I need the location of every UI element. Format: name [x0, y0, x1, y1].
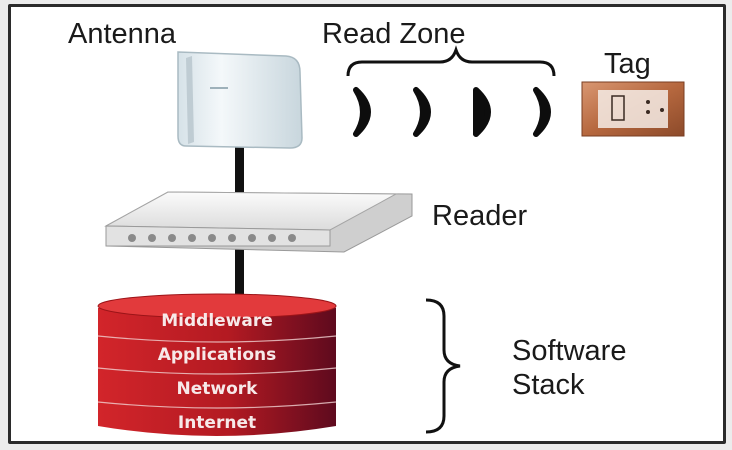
- stack-layer-network: Network: [177, 379, 259, 399]
- software-stack-label-line2: Stack: [512, 369, 585, 401]
- read-zone-label: Read Zone: [322, 18, 466, 50]
- radio-waves-icon: [353, 87, 551, 137]
- reader-label: Reader: [432, 200, 528, 232]
- antenna-label: Antenna: [68, 18, 177, 50]
- read-zone-brace: [346, 45, 556, 77]
- antenna-icon: [177, 51, 303, 149]
- tag-label: Tag: [604, 48, 651, 80]
- stack-layer-internet: Internet: [178, 413, 256, 433]
- stack-layer-applications: Applications: [158, 345, 277, 365]
- reader-stack-cable: [235, 238, 244, 296]
- reader-device-icon: [104, 191, 413, 253]
- stack-layer-middleware: Middleware: [161, 311, 273, 331]
- software-stack-brace: [425, 298, 461, 434]
- software-stack-label-line1: Software: [512, 335, 627, 367]
- software-stack-cylinder: Middleware Applications Network Internet: [97, 293, 337, 436]
- software-stack-label: Software Stack: [512, 334, 626, 402]
- antenna-reader-cable: [235, 140, 244, 212]
- rfid-tag-icon: [581, 81, 685, 137]
